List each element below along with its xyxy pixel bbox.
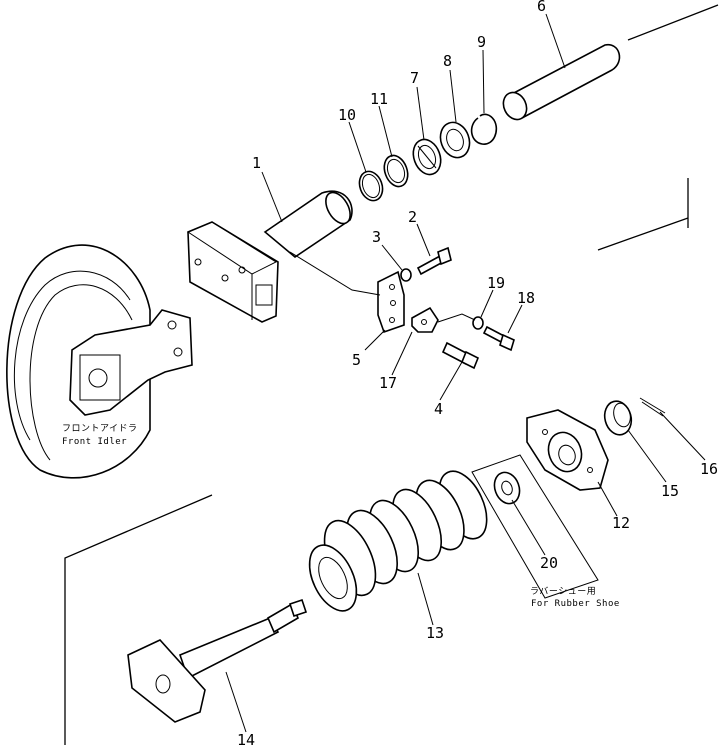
callout-15: 15 — [661, 482, 679, 500]
part-7-bushing — [412, 138, 442, 176]
part-11-ring — [383, 154, 409, 188]
part-1-yoke — [186, 190, 353, 323]
part-14-rod — [127, 598, 308, 723]
callout-17: 17 — [379, 374, 397, 392]
leader-lines — [225, 13, 706, 733]
front-idler-jp-label: フロントアイドラ — [62, 423, 138, 434]
callout-16: 16 — [700, 460, 718, 478]
callout-18: 18 — [517, 289, 535, 307]
rubber-shoe-box — [471, 454, 599, 599]
callout-12: 12 — [612, 514, 630, 532]
callout-14: 14 — [237, 731, 255, 745]
callout-numbers: 1 2 3 4 5 6 7 8 9 10 11 12 13 14 15 16 1… — [237, 0, 718, 745]
front-idler-wheel — [6, 244, 193, 479]
callout-19: 19 — [487, 274, 505, 292]
part-12-flange — [526, 409, 609, 491]
part-4-fitting — [441, 341, 480, 370]
callout-4: 4 — [434, 400, 443, 418]
callout-13: 13 — [426, 624, 444, 642]
part-8-seal — [439, 121, 471, 159]
part-2-bolt — [416, 246, 452, 276]
part-18-bolt — [482, 325, 515, 352]
front-idler-en-label: Front Idler — [62, 437, 127, 447]
callout-9: 9 — [477, 33, 486, 51]
rubber-shoe-en-label: For Rubber Shoe — [531, 599, 620, 609]
callout-11: 11 — [370, 90, 388, 108]
part-6-pin — [502, 44, 621, 121]
rubber-shoe-jp-label: ラバーシュー用 — [530, 586, 596, 597]
part-9-snap-ring — [470, 113, 498, 145]
boundary-lines — [64, 4, 719, 745]
part-20-spacer — [493, 471, 521, 505]
part-10-ring — [358, 170, 384, 202]
callout-20: 20 — [540, 554, 558, 572]
callout-10: 10 — [338, 106, 356, 124]
callout-2: 2 — [408, 208, 417, 226]
part-13-spring — [308, 470, 488, 612]
callout-1: 1 — [252, 154, 261, 172]
callout-6: 6 — [537, 0, 546, 15]
assembly-lines — [289, 251, 476, 323]
callout-5: 5 — [352, 351, 361, 369]
part-17-bracket — [411, 306, 439, 333]
part-5-bracket — [377, 270, 405, 334]
callout-7: 7 — [410, 69, 419, 87]
part-3-washer — [400, 268, 412, 282]
part-16-cotter-pin — [639, 397, 666, 417]
part-15-nut — [603, 400, 633, 436]
part-19-washer — [472, 316, 484, 330]
callout-8: 8 — [443, 52, 452, 70]
callout-3: 3 — [372, 228, 381, 246]
